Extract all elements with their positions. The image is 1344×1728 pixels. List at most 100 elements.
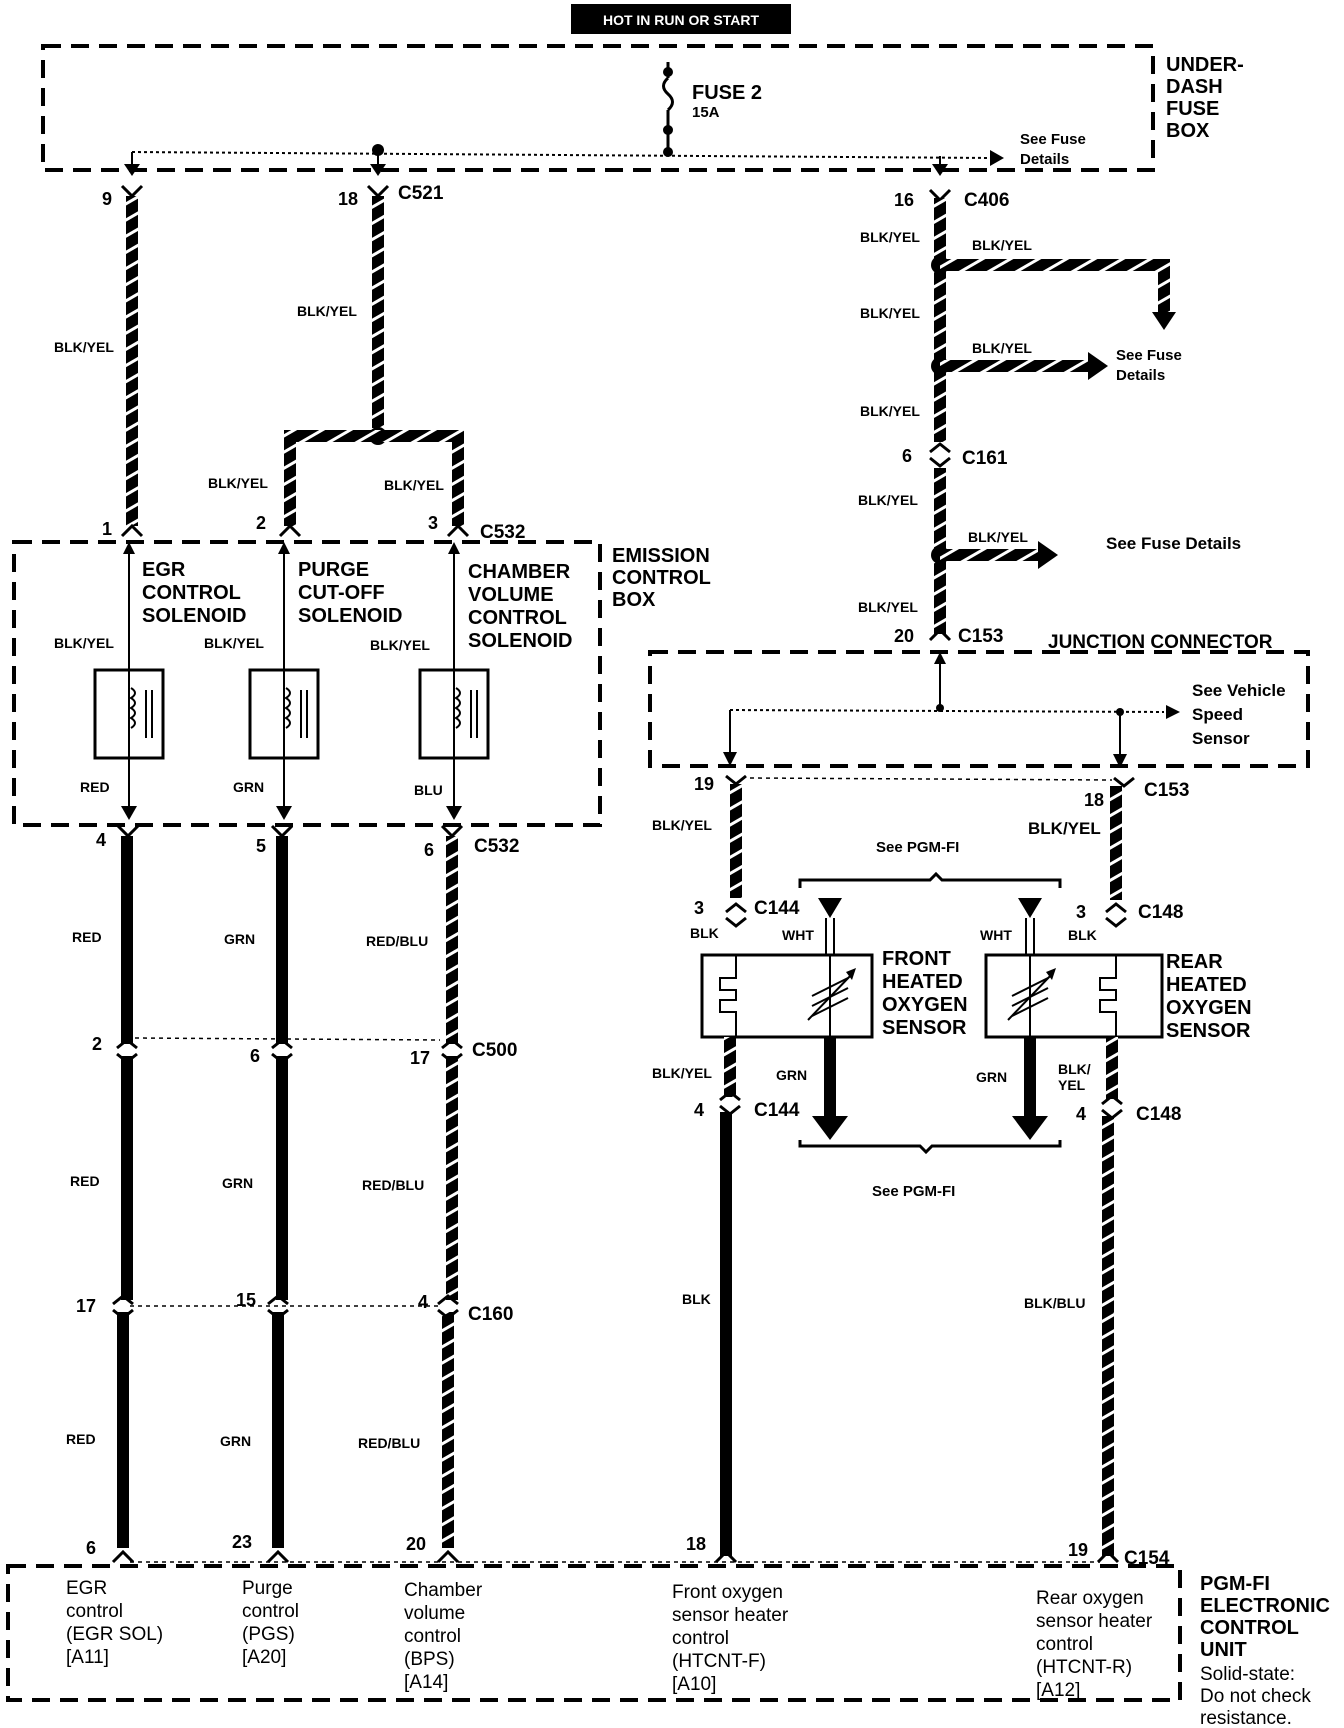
emission-control-box: EMISSION CONTROL BOX EGR CONTROL SOLENOI… [12,540,711,827]
heater-element-icon [719,956,737,1036]
see-fuse-details-label: See Fuse Details [1106,534,1241,553]
wire-purge-feed [284,430,296,526]
arrow-down-icon [370,164,386,176]
egr-solenoid-label: SOLENOID [142,605,246,627]
pin-label: 20 [406,1534,426,1554]
ecu-note-line: resistance. [1200,1708,1292,1728]
wire-label: BLK/YEL [860,403,920,419]
pin-label: 17 [76,1296,96,1316]
wire-label: GRN [224,931,255,947]
pin-label: 4 [418,1292,428,1312]
pin-label: 4 [96,830,106,850]
egr-wire-run [117,836,133,1548]
connector-c406: 16 C406 [894,188,1009,211]
pin-label: 18 [686,1534,706,1554]
connector-c161: 6 C161 [902,442,1008,469]
chamber-solenoid-label: SOLENOID [468,630,572,652]
wire-label: BLK/YEL [652,1065,712,1081]
egr-solenoid-label: EGR [142,559,186,581]
fuse-icon [662,62,674,157]
ecu-input-rear-heater: Rear oxygen sensor heater control (HTCNT… [1036,1588,1153,1701]
front-oxygen-sensor: FRONT HEATED OXYGEN SENSOR [700,948,968,1039]
ecu-input-chamber: Chamber volume control (BPS) [A14] [404,1580,483,1693]
pin-label: 9 [102,189,112,209]
rear-sensor-label: HEATED [1166,974,1247,996]
ecu-input-line: EGR [66,1578,107,1599]
wire-label: WHT [782,927,814,943]
ecu-input-line: sensor heater [672,1605,789,1626]
fuse-box-label: UNDER- DASH FUSE BOX [1166,54,1244,142]
purge-solenoid-label: PURGE [298,559,369,581]
pin-label: 2 [256,513,266,533]
ecu-input-line: (HTCNT-R) [1036,1657,1132,1678]
arrow-down-icon [818,898,842,918]
wire-front-sensor-feed [730,784,742,898]
ecu-label: PGM-FI ELECTRONIC CONTROL UNIT Solid-sta… [1200,1573,1330,1728]
connector-label: C160 [468,1304,513,1325]
emission-box-label-line: EMISSION [612,545,710,567]
wire-label: YEL [1058,1077,1086,1093]
wire-label: GRN [222,1175,253,1191]
ecu-input-line: (HTCNT-F) [672,1651,766,1672]
arrow-down-icon [124,164,140,176]
connector-c500: 2 6 17 C500 [92,1034,517,1068]
wire-label: BLK/YEL [968,529,1028,545]
rear-sensor-label: OXYGEN [1166,997,1252,1019]
egr-solenoid-label: CONTROL [142,582,241,604]
wire-front-heater-control [720,1112,732,1556]
see-fuse-details-label: Details [1020,151,1069,168]
header-badge: HOT IN RUN OR START [571,4,791,34]
ecu-input-line: control [66,1601,123,1622]
ecu-input-line: sensor heater [1036,1611,1153,1632]
pin-label: 18 [1084,790,1104,810]
see-fuse-details-label: See Fuse [1116,347,1182,364]
front-sensor-label: FRONT [882,948,951,970]
heater-element-icon [1099,956,1117,1036]
ecu-input-line: (EGR SOL) [66,1624,163,1645]
emission-box-label-line: CONTROL [612,567,711,589]
connector-label: C500 [472,1040,517,1061]
pin-label: 6 [86,1538,96,1558]
pin-label: 3 [1076,902,1086,922]
arrow-right-icon [1038,541,1058,569]
ecu-input-line: (BPS) [404,1649,455,1670]
see-pgm-fi-bottom: See PGM-FI [798,1140,1062,1200]
pgm-fi-ecu: PGM-FI ELECTRONIC CONTROL UNIT Solid-sta… [6,1564,1330,1728]
front-sensor-label: OXYGEN [882,994,968,1016]
pin-label: 1 [102,519,112,539]
wire-label: RED/BLU [366,933,428,949]
wire-label: BLK/ [1058,1061,1091,1077]
wire-label: RED/BLU [358,1435,420,1451]
wire-label: RED [70,1173,100,1189]
connector-c532-top: 1 2 3 C532 [102,513,525,543]
arrow-down-icon [932,164,948,176]
pin-label: 19 [694,774,714,794]
pin-label: 3 [694,898,704,918]
wire-split-bar [284,430,464,442]
connector-label: C153 [958,626,1003,647]
ecu-input-line: Chamber [404,1580,483,1601]
arrow-down-icon [1152,312,1176,330]
wire-main-feed [934,198,946,442]
ecu-input-line: [A11] [66,1647,109,1668]
wire-label: BLK/YEL [858,599,918,615]
emission-box-label-line: BOX [612,589,656,611]
ecu-label-line: ELECTRONIC [1200,1595,1330,1617]
connector-label: C406 [964,190,1009,211]
connector-c148-bottom: 4 C148 [1076,1094,1181,1125]
ecu-input-line: control [404,1626,461,1647]
front-sensor-label: HEATED [882,971,963,993]
ecu-input-line: [A14] [404,1672,448,1693]
under-dash-fuse-box: UNDER- DASH FUSE BOX FUSE 2 15A See Fuse… [41,44,1244,176]
wire-label: BLK/BLU [1024,1295,1085,1311]
ecu-input-line: [A12] [1036,1680,1080,1701]
pin-label: 17 [410,1048,430,1068]
connector-c532-bottom: 4 5 6 C532 [96,824,519,860]
see-pgm-fi-label: See PGM-FI [872,1183,955,1200]
junction-connector: JUNCTION CONNECTOR See Vehicle Speed Sen… [648,632,1310,768]
wire-label: BLK/YEL [208,475,268,491]
wire-purge-chamber-feed [372,196,384,428]
see-fuse-details-label: Details [1116,367,1165,384]
connector-label: C521 [398,183,444,204]
wire-label: BLK/YEL [384,477,444,493]
